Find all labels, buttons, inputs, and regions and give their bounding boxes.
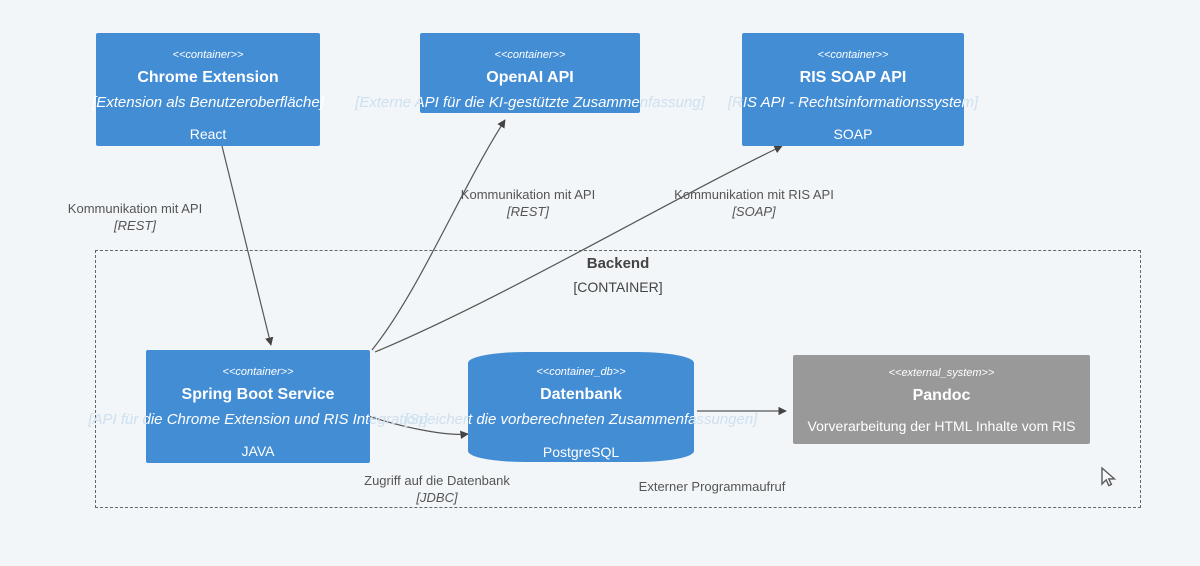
edge-label-text: Zugriff auf die Datenbank xyxy=(364,473,510,488)
edge-label-datenbank-to-pandoc: Externer Programmaufruf xyxy=(639,478,786,495)
node-technology: React xyxy=(189,126,227,142)
edge-label-text: Kommunikation mit API xyxy=(460,187,596,202)
node-title: OpenAI API xyxy=(486,69,574,86)
node-technology: SOAP xyxy=(833,126,873,142)
node-technology: PostgreSQL xyxy=(542,444,620,460)
edge-label-extension-to-service: Kommunikation mit API [REST] xyxy=(68,200,202,234)
node-title: Datenbank xyxy=(540,386,622,403)
node-title: Pandoc xyxy=(912,387,971,404)
boundary-type: [CONTAINER] xyxy=(573,279,663,295)
node-stereotype: <<container_db>> xyxy=(536,366,626,378)
node-stereotype: <<container>> xyxy=(817,49,889,61)
node-title: Chrome Extension xyxy=(137,69,279,86)
node-chrome-extension[interactable]: <<container>> Chrome Extension [Extensio… xyxy=(92,33,324,146)
node-description: [Extension als Benutzeroberfläche] xyxy=(92,94,324,111)
node-stereotype: <<container>> xyxy=(222,366,294,378)
node-stereotype: <<container>> xyxy=(172,49,244,61)
node-description: [Externe API für die KI-gestützte Zusamm… xyxy=(420,94,640,111)
edge-label-tech: [REST] xyxy=(114,218,156,233)
node-title: Spring Boot Service xyxy=(181,386,335,403)
edge-label-text: Externer Programmaufruf xyxy=(638,479,786,494)
mouse-pointer-icon xyxy=(1101,466,1117,487)
node-openai-api[interactable]: <<container>> OpenAI API [Externe API fü… xyxy=(420,33,640,113)
node-description: [API für die Chrome Extension und RIS In… xyxy=(146,411,370,428)
node-datenbank[interactable]: <<container_db>> Datenbank [Speichert di… xyxy=(468,352,694,462)
edge-label-tech: [SOAP] xyxy=(732,204,776,219)
node-pandoc[interactable]: <<external_system>> Pandoc Vorverarbeitu… xyxy=(793,355,1090,444)
edge-label-tech: [JDBC] xyxy=(416,490,458,505)
edge-label-service-to-openai: Kommunikation mit API [REST] xyxy=(461,186,595,220)
edge-label-text: Kommunikation mit API xyxy=(67,201,203,216)
node-description: [Speichert die vorberechneten Zusammenfa… xyxy=(468,411,694,428)
edge-label-tech: [REST] xyxy=(507,204,549,219)
node-technology: JAVA xyxy=(241,443,275,459)
node-spring-boot-service[interactable]: <<container>> Spring Boot Service [API f… xyxy=(146,350,370,463)
cylinder-body xyxy=(468,363,694,451)
node-description: Vorverarbeitung der HTML Inhalte vom RIS xyxy=(807,418,1076,434)
node-stereotype: <<container>> xyxy=(494,49,566,61)
node-stereotype: <<external_system>> xyxy=(888,367,995,379)
node-ris-soap-api[interactable]: <<container>> RIS SOAP API [RIS API - Re… xyxy=(742,33,964,146)
cylinder-bottom-ellipse xyxy=(468,440,694,462)
edge-label-service-to-ris: Kommunikation mit RIS API [SOAP] xyxy=(674,186,834,220)
node-title: RIS SOAP API xyxy=(799,69,907,86)
node-description: [RIS API - Rechtsinformationssystem] xyxy=(742,94,964,111)
boundary-title: Backend xyxy=(586,255,650,272)
node-datenbank-labels: <<container_db>> Datenbank [Speichert di… xyxy=(468,352,694,462)
edge-label-text: Kommunikation mit RIS API xyxy=(674,187,834,202)
edge-label-service-to-datenbank: Zugriff auf die Datenbank [JDBC] xyxy=(364,472,510,506)
